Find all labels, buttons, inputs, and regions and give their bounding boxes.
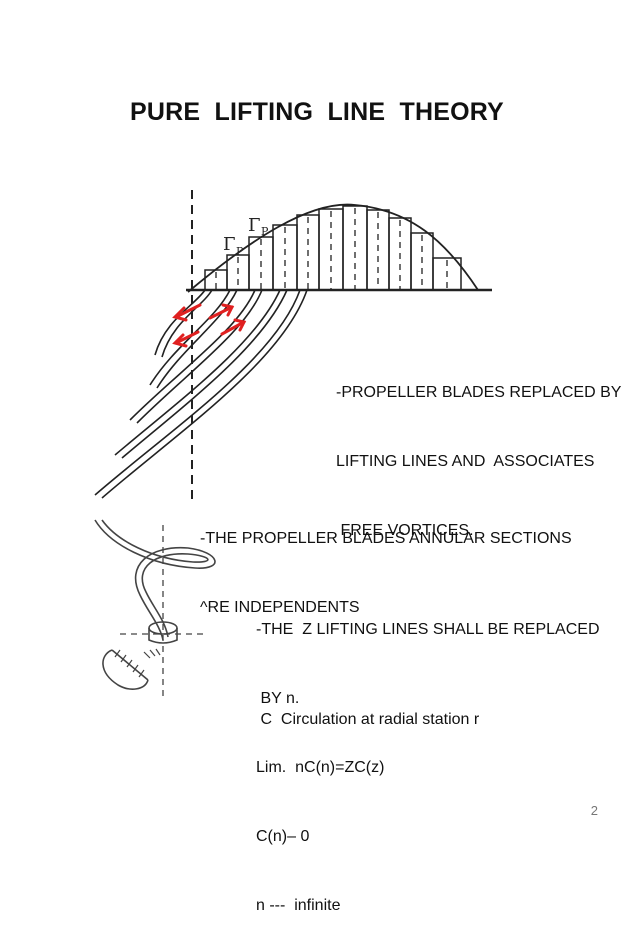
text-line: ^RE INDEPENDENTS <box>200 599 360 616</box>
gamma-label-1: Γ <box>223 234 236 255</box>
text-block-z-lifting-lines: -THE Z LIFTING LINES SHALL BE REPLACED B… <box>256 572 600 940</box>
page-number: 2 <box>590 803 598 818</box>
text-line: n --- infinite <box>256 897 341 914</box>
text-line: BY n. <box>256 690 300 707</box>
propeller-spiral-figure <box>94 519 216 700</box>
text-line: LIFTING LINES AND ASSOCIATES <box>336 453 595 470</box>
svg-text:P: P <box>236 245 244 258</box>
circulation-curve <box>187 203 479 293</box>
lifting-line-figure: Γ P Γ P <box>94 190 492 700</box>
text-line: -THE PROPELLER BLADES ANNULAR SECTIONS <box>200 530 572 547</box>
text-block-propeller-blades: -PROPELLER BLADES REPLACED BY LIFTING LI… <box>336 335 621 565</box>
text-line: C(n)– 0 <box>256 828 310 845</box>
gamma-labels: Γ P Γ P <box>223 215 269 258</box>
text-block-annular-sections: -THE PROPELLER BLADES ANNULAR SECTIONS ^… <box>200 481 572 642</box>
svg-text:P: P <box>261 225 269 238</box>
bar-dashes <box>215 208 448 290</box>
text-line: Lim. nC(n)=ZC(z) <box>256 759 385 776</box>
slide-title: PURE LIFTING LINE THEORY <box>130 98 504 126</box>
gamma-label-2: Γ <box>248 215 261 236</box>
trailing-vortices <box>94 289 308 499</box>
text-line: -THE Z LIFTING LINES SHALL BE REPLACED <box>256 621 600 638</box>
red-arrows <box>172 303 247 348</box>
text-line: -PROPELLER BLADES REPLACED BY <box>336 384 622 401</box>
text-line: FREE VORTICES. <box>336 522 474 539</box>
text-circulation-definition: C Circulation at radial station r <box>256 711 480 728</box>
